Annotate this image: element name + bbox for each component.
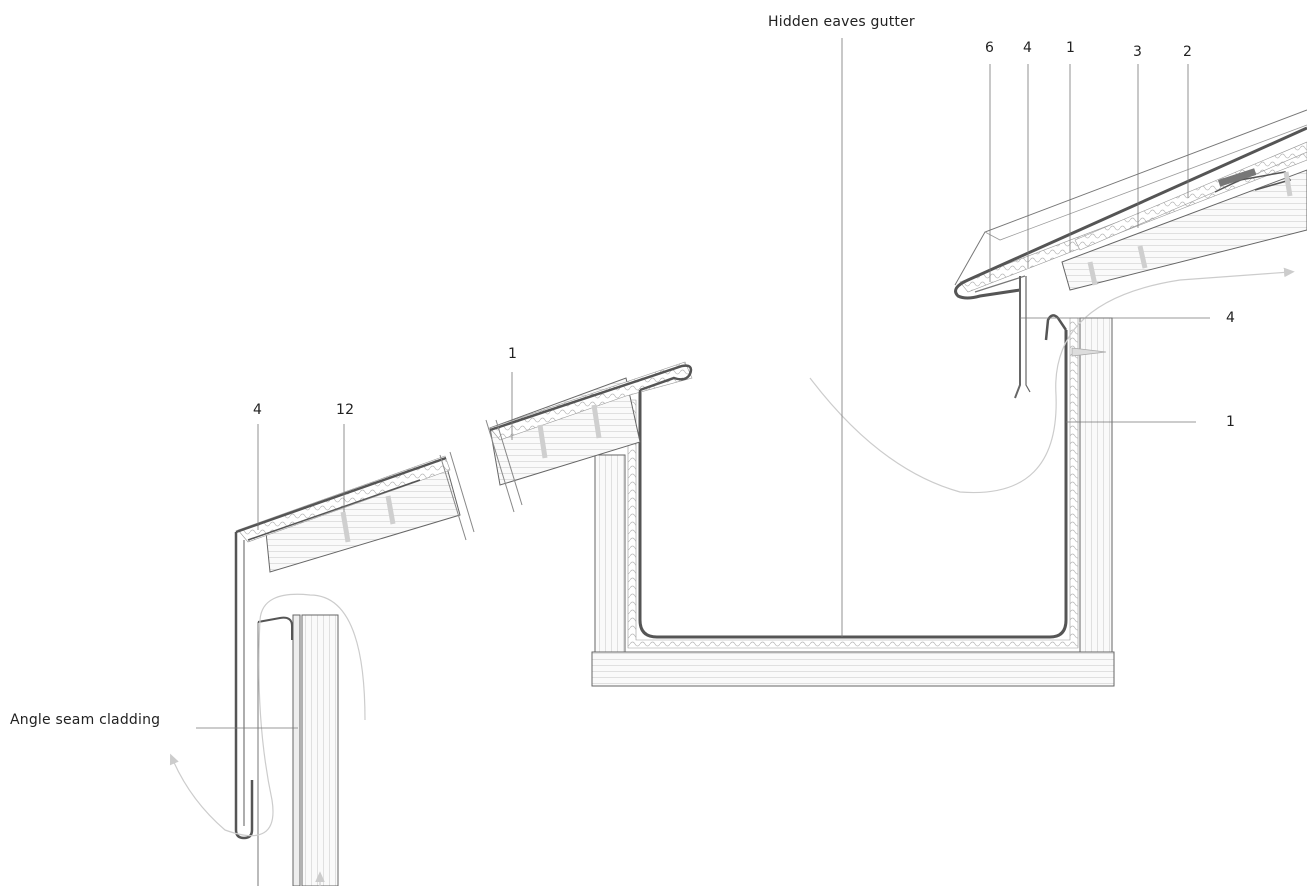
gutter-metal-lining (638, 314, 1068, 639)
cladding-wall-planks (257, 614, 339, 886)
leader-lines (196, 38, 1210, 729)
label-left-4: 4 (253, 402, 263, 418)
label-top-6: 6 (985, 40, 995, 56)
label-top-1: 1 (1066, 40, 1076, 56)
gutter-fastener (1071, 347, 1107, 357)
gutter-base-beam (591, 651, 1115, 687)
gutter-separation-mat (627, 317, 1079, 649)
right-drip-edge (1014, 276, 1031, 399)
label-top-3: 3 (1133, 44, 1143, 60)
left-break-line (439, 451, 475, 541)
label-right-4: 4 (1226, 310, 1236, 326)
label-top-2: 2 (1183, 44, 1193, 60)
gutter-left-post (594, 454, 626, 653)
right-roof-deck (959, 141, 1307, 293)
gutter-right-post (1079, 317, 1113, 653)
label-angle-seam-cladding: Angle seam cladding (10, 712, 161, 728)
label-right-1: 1 (1226, 414, 1236, 430)
right-eaves-metal (954, 126, 1307, 300)
mid-roof-deck (489, 361, 693, 486)
label-hidden-eaves-gutter: Hidden eaves gutter (768, 14, 915, 30)
label-left-12: 12 (336, 402, 355, 418)
angle-seam-cladding-panel (234, 532, 254, 840)
label-top-4: 4 (1023, 40, 1033, 56)
airflow-right (809, 267, 1295, 494)
label-mid-1: 1 (508, 346, 518, 362)
mid-break-line (485, 419, 523, 513)
airflow-left (169, 593, 366, 837)
left-roof-deck (235, 455, 461, 573)
